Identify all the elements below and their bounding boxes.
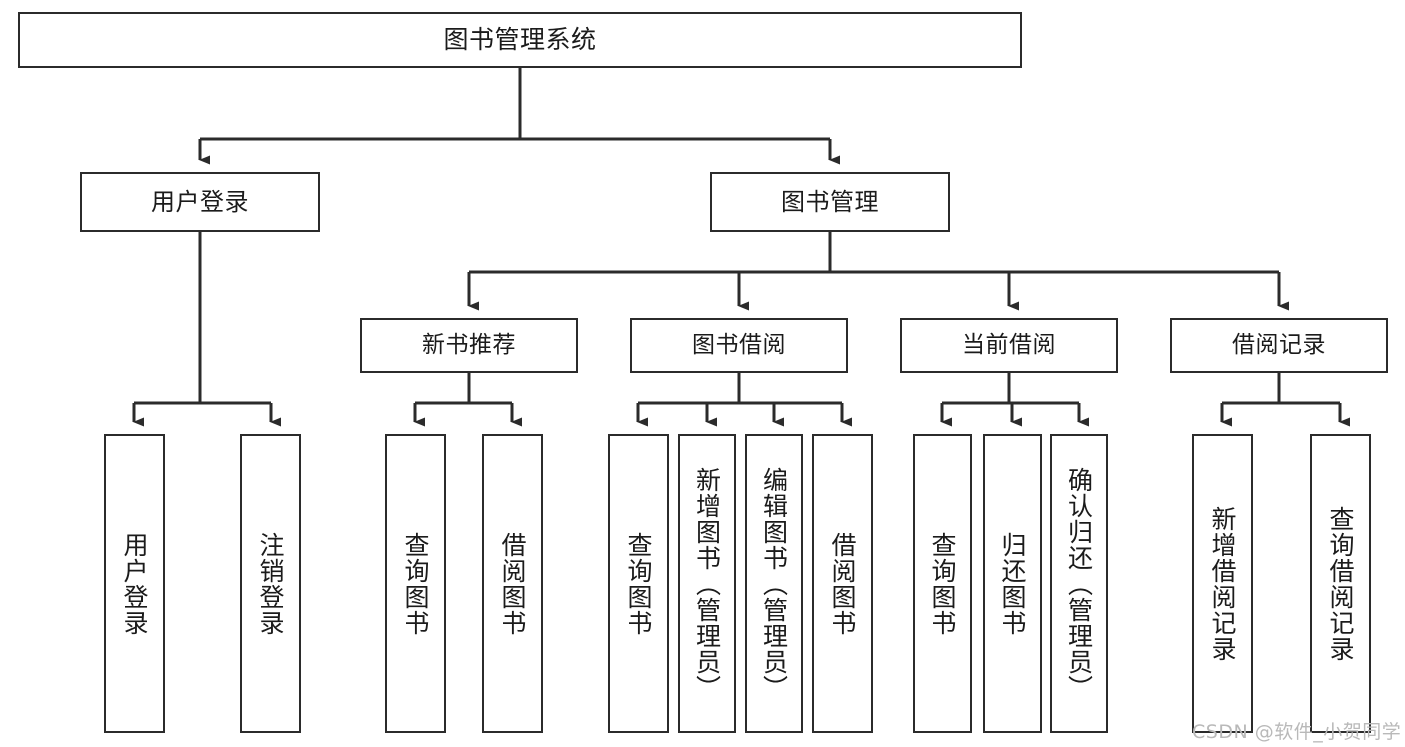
node-leaf-return-book[interactable]: 归还图书 — [983, 434, 1042, 733]
node-leaf-edit-book[interactable]: 编辑图书（管理员） — [745, 434, 803, 733]
node-leaf-query-book-1[interactable]: 查询图书 — [385, 434, 446, 733]
node-root[interactable]: 图书管理系统 — [18, 12, 1022, 68]
node-leaf-query-book-2-label: 查询图书 — [624, 531, 653, 636]
node-leaf-user-login[interactable]: 用户登录 — [104, 434, 165, 733]
node-leaf-return-book-label: 归还图书 — [998, 531, 1027, 636]
node-book-manage-label: 图书管理 — [781, 187, 879, 216]
node-leaf-query-book-2[interactable]: 查询图书 — [608, 434, 669, 733]
node-leaf-logout[interactable]: 注销登录 — [240, 434, 301, 733]
node-leaf-confirm-return[interactable]: 确认归还（管理员） — [1050, 434, 1108, 733]
node-leaf-add-book[interactable]: 新增图书（管理员） — [678, 434, 736, 733]
node-book-manage[interactable]: 图书管理 — [710, 172, 950, 232]
node-leaf-logout-label: 注销登录 — [256, 531, 285, 636]
node-leaf-confirm-return-label: 确认归还（管理员） — [1064, 466, 1094, 701]
node-leaf-query-book-3[interactable]: 查询图书 — [913, 434, 972, 733]
node-leaf-user-login-label: 用户登录 — [120, 531, 149, 636]
node-leaf-borrow-book-2-label: 借阅图书 — [828, 531, 857, 636]
node-current-borrow[interactable]: 当前借阅 — [900, 318, 1118, 373]
node-leaf-query-book-3-label: 查询图书 — [928, 531, 957, 636]
node-user-login-label: 用户登录 — [151, 187, 249, 216]
node-leaf-borrow-book-2[interactable]: 借阅图书 — [812, 434, 873, 733]
node-user-login[interactable]: 用户登录 — [80, 172, 320, 232]
node-root-label: 图书管理系统 — [443, 25, 597, 54]
node-new-book-rec-label: 新书推荐 — [422, 331, 516, 358]
node-leaf-query-record[interactable]: 查询借阅记录 — [1310, 434, 1371, 733]
node-leaf-add-record[interactable]: 新增借阅记录 — [1192, 434, 1253, 733]
node-borrow-record[interactable]: 借阅记录 — [1170, 318, 1388, 373]
node-leaf-edit-book-label: 编辑图书（管理员） — [759, 466, 789, 701]
node-current-borrow-label: 当前借阅 — [962, 331, 1056, 358]
node-leaf-borrow-book-1-label: 借阅图书 — [498, 531, 527, 636]
node-borrow-record-label: 借阅记录 — [1232, 331, 1326, 358]
node-leaf-borrow-book-1[interactable]: 借阅图书 — [482, 434, 543, 733]
node-leaf-query-record-label: 查询借阅记录 — [1326, 505, 1355, 662]
node-new-book-rec[interactable]: 新书推荐 — [360, 318, 578, 373]
node-leaf-query-book-1-label: 查询图书 — [401, 531, 430, 636]
node-leaf-add-book-label: 新增图书（管理员） — [692, 466, 722, 701]
node-book-borrow-label: 图书借阅 — [692, 331, 786, 358]
node-leaf-add-record-label: 新增借阅记录 — [1208, 505, 1237, 662]
node-book-borrow[interactable]: 图书借阅 — [630, 318, 848, 373]
